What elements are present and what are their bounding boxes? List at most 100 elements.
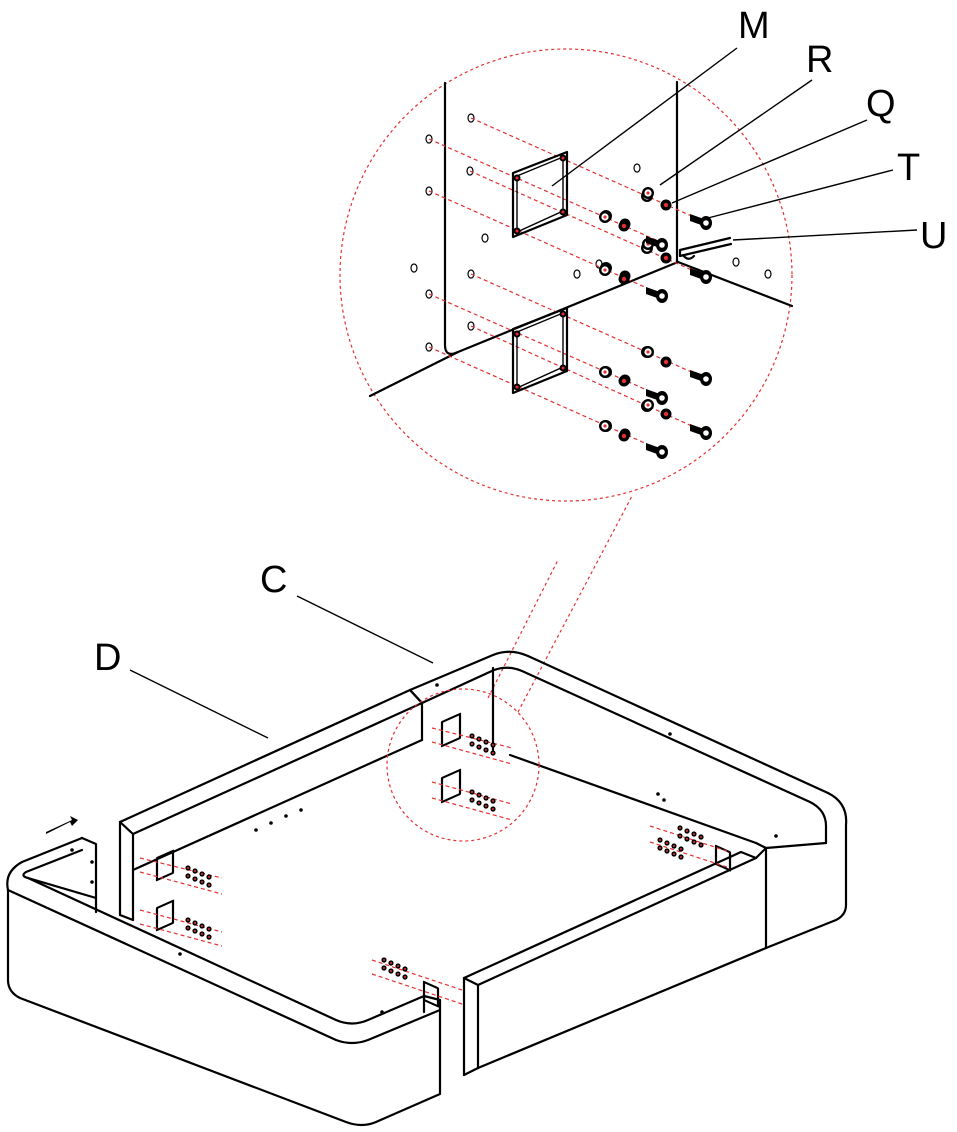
small-fastener-icon [483,747,489,753]
washer-icon [642,346,654,358]
bolt-icon [690,370,712,386]
nut-icon [618,430,630,442]
small-fastener-icon [206,926,212,932]
small-fastener-icon [698,842,704,848]
small-fastener-icon [402,974,408,980]
rail-front-left-inner [26,876,442,1025]
small-fastener-icon [388,968,394,974]
small-fastener-icon [199,871,205,877]
small-fastener-icon [469,797,475,803]
nut-icon [660,356,672,368]
bracket-plate-lower [511,306,569,395]
small-fastener-icon [199,923,205,929]
callout-leaders [129,47,918,739]
nut-icon [618,273,630,285]
small-fastener-icon [490,742,496,748]
rail-front-left-face [6,888,442,1045]
panel-D-inner-line [131,738,424,872]
small-fastener-icon [483,739,489,745]
small-fastener-icon [185,917,191,923]
washer-icon [599,211,611,223]
small-fastener-icon [476,744,482,750]
small-fastener-icon [395,963,401,969]
small-fastener-icon [476,800,482,806]
small-fastener-icon [678,846,684,852]
rail-C-outer [408,650,848,950]
hex-key-bend [681,253,696,260]
detail-view [339,48,794,502]
washer-icon [599,366,611,378]
bolt-icon [690,424,712,440]
small-fastener-icon [395,971,401,977]
small-fastener-icon [469,733,475,739]
small-fastener-icon [677,833,683,839]
small-fastener-icon [691,831,697,837]
washer-icon [642,399,654,411]
small-fastener-icon [657,837,663,843]
bolt-icon [646,287,668,303]
label-Q: Q [866,83,896,125]
small-fastener-icon [677,825,683,831]
small-fastener-icon [192,928,198,934]
small-fastener-icon [490,798,496,804]
panel-D-top [118,688,424,836]
washer-icon [599,420,611,432]
detail-circle-outline [339,48,793,502]
small-fastener-icon [192,920,198,926]
small-fastener-icon [664,848,670,854]
small-fastener-icon [476,792,482,798]
detail-connector-left [487,559,559,699]
frame-assembly [6,650,848,1127]
frame-dots [70,683,778,1014]
floor-line-right [508,753,758,845]
small-fastener-icon [483,803,489,809]
rail-front-left-outer [6,836,442,1127]
small-fastener-icon [185,925,191,931]
small-fastener-icon [381,965,387,971]
bolt-icon [690,214,712,230]
detail-callout-circle [386,688,540,842]
small-fastener-icon [476,736,482,742]
detail-panel-lip [685,264,701,271]
detail-connector-right [517,495,633,713]
small-fastener-icon [206,934,212,940]
small-fastener-icon [402,966,408,972]
label-C: C [260,559,287,601]
small-fastener-icon [671,843,677,849]
small-fastener-icon [185,873,191,879]
small-fastener-icon [192,876,198,882]
small-fastener-icon [199,879,205,885]
bolt-icon [646,443,668,459]
label-D: D [94,637,121,679]
nut-icon [660,408,672,420]
small-fastener-icon [206,874,212,880]
washer-icon [642,187,654,199]
small-fastener-icon [664,840,670,846]
small-fastener-icon [185,865,191,871]
washer-icon [599,264,611,276]
direction-arrow-icon [46,816,78,834]
hex-key-icon [678,236,733,258]
nut-icon [618,375,630,387]
detail-panel-holes [410,113,772,352]
bolt-icon [690,268,712,284]
small-fastener-icon [381,957,387,963]
bolt-icon [646,236,668,252]
small-fastener-icon [684,836,690,842]
small-guide-lines [139,727,731,1005]
small-fastener-icon [684,828,690,834]
small-fastener-icon [691,839,697,845]
small-fastener-icon [678,854,684,860]
small-brackets [155,712,732,1008]
small-fastener-icon [671,851,677,857]
detail-floor-edge-left [368,350,460,398]
nut-icon [660,199,672,211]
label-U: U [920,215,947,257]
small-fastener-icon [469,789,475,795]
small-fastener-icon [388,960,394,966]
rail-front-left-end [22,836,98,900]
small-fastener-icon [698,834,704,840]
small-fastener-icon [490,806,496,812]
small-fastener-icon [206,882,212,888]
